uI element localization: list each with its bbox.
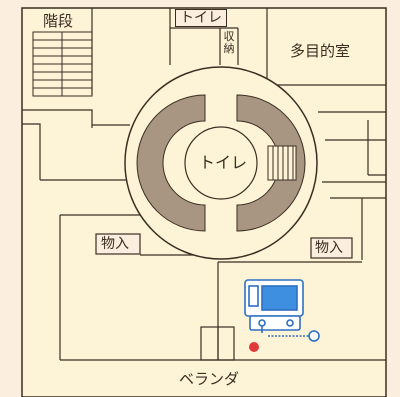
core-wall-left (136, 94, 206, 232)
storage-right-label: 物入 (315, 240, 343, 256)
stairs-label: 階段 (43, 12, 74, 30)
storage-right-box (310, 237, 353, 259)
core-inner-circle (184, 126, 258, 200)
toilet-center-label: トイレ (199, 153, 248, 172)
storage-left-box (95, 233, 141, 255)
location-marker-icon[interactable] (249, 342, 259, 352)
lower-walls (59, 214, 386, 361)
storage-left-label: 物入 (101, 236, 129, 252)
right-walls (318, 111, 386, 260)
phone-device-icon[interactable] (244, 279, 320, 342)
toilet-top-label: トイレ (175, 9, 227, 27)
storage-label: 収納 (223, 30, 235, 55)
veranda-label: ベランダ (179, 370, 240, 388)
multipurpose-room-label: 多目的室 (290, 42, 351, 60)
core-grille (267, 145, 297, 181)
stairs-block (32, 31, 93, 97)
core-wall-right (236, 94, 306, 232)
